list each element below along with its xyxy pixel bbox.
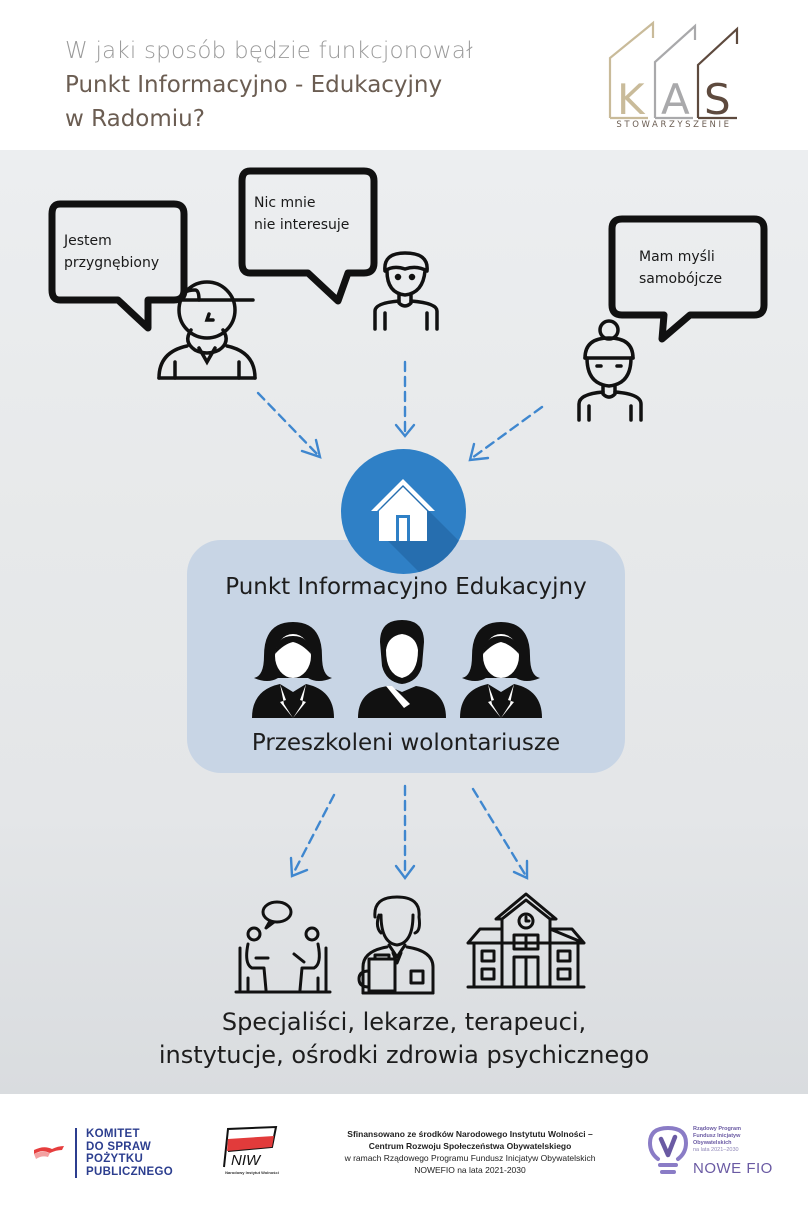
home-icon: [371, 479, 466, 574]
girl-person-icon: [577, 319, 643, 422]
lightbulb-icon: [648, 1125, 688, 1174]
niw-label: NIW: [231, 1152, 262, 1169]
speech-text-1: Jestem przygnębiony: [64, 233, 160, 271]
speech-text-3: Mam myśli samobójcze: [639, 249, 723, 287]
polish-flag-icon: [34, 1146, 64, 1159]
kpp-logo-text: KOMITET DO SPRAW POŻYTKU PUBLICZNEGO: [86, 1128, 173, 1178]
institution-building-icon: [466, 892, 586, 989]
header: W jaki sposób będzie funkcjonował Punkt …: [0, 0, 808, 150]
niw-subtitle: Narodowy Instytut Wolności: [225, 1170, 279, 1175]
volunteers-label: Przeszkoleni wolontariusze: [251, 730, 561, 756]
niw-logo: NIW: [223, 1125, 278, 1169]
speech-bubble-2: [238, 167, 378, 305]
boy-person-icon: [373, 251, 439, 331]
man-icon: [358, 620, 446, 718]
destinations-line-2: instytucje, ośrodki zdrowia psychicznego: [158, 1041, 650, 1069]
woman-icon: [460, 622, 542, 718]
therapy-session-icon: [234, 900, 332, 994]
destinations-line-1: Specjaliści, lekarze, terapeuci,: [221, 1008, 587, 1036]
speech-text-2: Nic mnie nie interesuje: [254, 195, 350, 233]
teen-cap-person-icon: [157, 280, 257, 380]
title-line-3: w Radomiu?: [65, 106, 205, 132]
logo-subtitle: STOWARZYSZENIE: [616, 120, 732, 130]
fio-small-text: Rządowy Program Fundusz Inicjatyw Obywat…: [693, 1126, 741, 1153]
title-line-2: Punkt Informacyjno - Edukacyjny: [65, 72, 443, 98]
logo-letter-s: S: [704, 75, 731, 124]
logo-letter-k: K: [617, 75, 646, 124]
center-title: Punkt Informacyjno Edukacyjny: [225, 574, 587, 600]
logo-letter-a: A: [661, 75, 690, 124]
woman-icon: [252, 622, 334, 718]
doctor-icon: [357, 895, 435, 995]
speech-bubble-3: [608, 215, 768, 343]
nowe-fio-label: NOWE FIO: [693, 1160, 773, 1177]
footer: [0, 1094, 808, 1212]
home-circle: [341, 449, 466, 574]
kas-logo: K A S: [608, 20, 739, 124]
kpp-divider: [75, 1128, 77, 1178]
title-line-1: W jaki sposób będzie funkcjonował: [65, 38, 473, 64]
speech-bubble-1: [48, 200, 188, 332]
funding-text: Sfinansowano ze środków Narodowego Insty…: [344, 1129, 596, 1175]
